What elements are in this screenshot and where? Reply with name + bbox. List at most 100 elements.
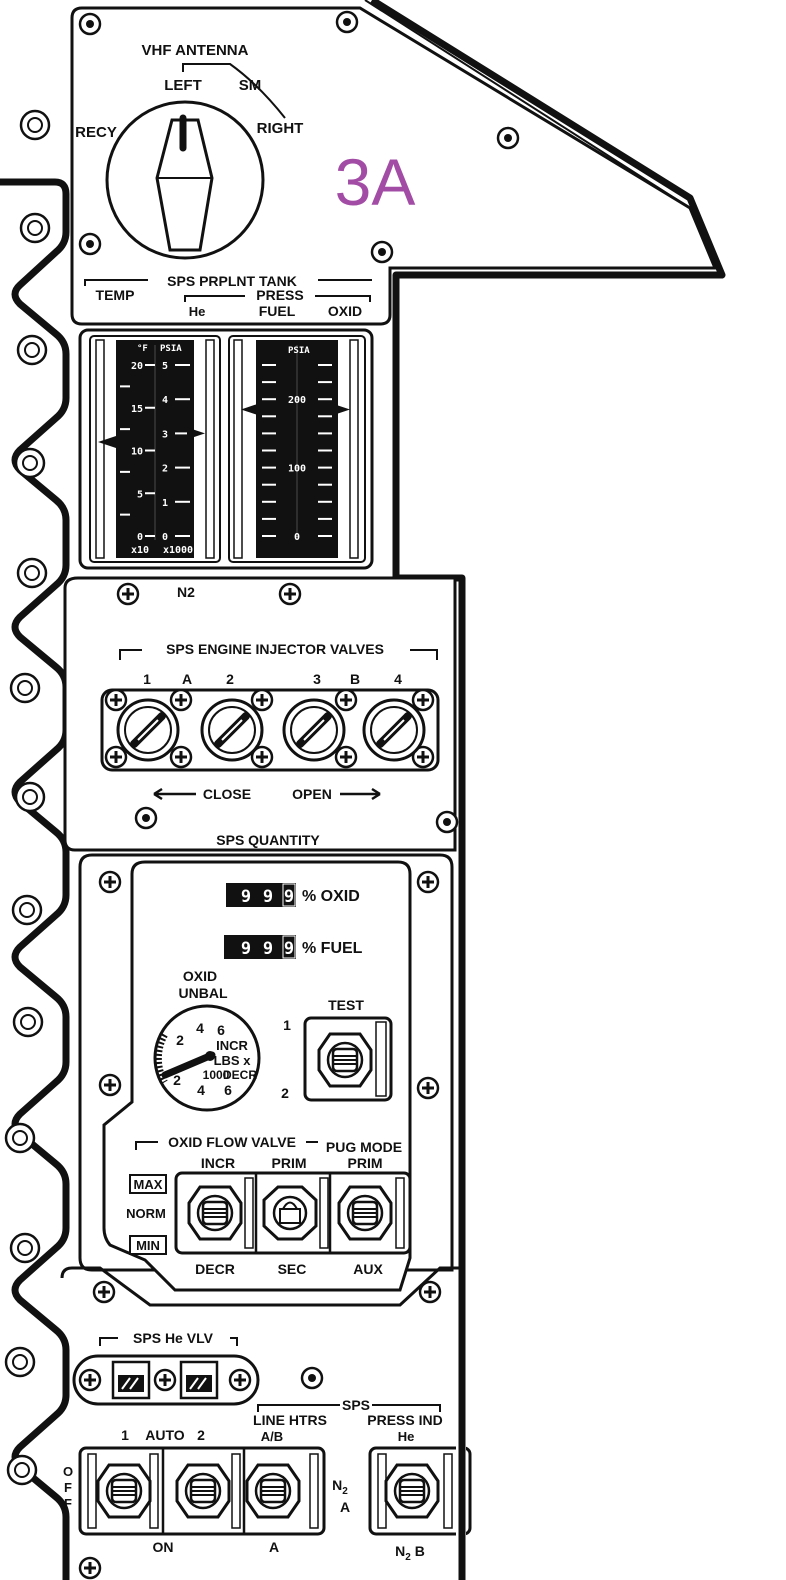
press-tick-label: 100 [288, 464, 306, 475]
temp-label: TEMP [96, 287, 135, 303]
injector-valve-4-switch[interactable] [364, 700, 424, 760]
injector-label-3: 3 [313, 671, 321, 687]
fuel-label: FUEL [259, 303, 296, 319]
unbal-scale-4-top: 4 [196, 1020, 204, 1036]
oxid-digit-3: 9 [284, 887, 294, 907]
line-htrs-switch[interactable] [245, 1463, 301, 1519]
press-tick-label: 200 [288, 395, 306, 406]
press-tick-label: 0 [294, 532, 300, 543]
quantity-test-switch[interactable] [317, 1032, 373, 1088]
prim-sec-switch[interactable] [262, 1185, 318, 1241]
he-tick-label: 4 [162, 395, 168, 406]
sps-quantity-title: SPS QUANTITY [216, 832, 320, 848]
edge-fasteners [4, 109, 51, 1486]
unbal-scale-6-bottom: 6 [224, 1082, 232, 1098]
he-tick-label: 1 [162, 498, 168, 509]
he-tick-label: 2 [162, 464, 168, 475]
oxid-flow-valve-label: OXID FLOW VALVE [168, 1134, 296, 1150]
vhf-antenna-rotary-switch[interactable] [105, 100, 265, 260]
vhf-antenna-title: VHF ANTENNA [142, 42, 249, 59]
sps-he-vlv-label: SPS He VLV [133, 1330, 214, 1346]
press-ind-switch[interactable] [384, 1463, 440, 1519]
injector-valve-3-switch[interactable] [284, 700, 344, 760]
unbal-scale-2-top: 2 [176, 1032, 184, 1048]
injector-valve-2-switch[interactable] [202, 700, 262, 760]
panel-id-label: 3A [335, 145, 416, 219]
auto-1-switch[interactable] [96, 1463, 152, 1519]
unbal-scale-6-top: 6 [217, 1022, 225, 1038]
temp-tick-label: 20 [131, 361, 143, 372]
press-label: PRESS [256, 287, 303, 303]
fuel-digit-3: 9 [284, 939, 294, 959]
oxid-flow-valve-switch[interactable] [187, 1185, 243, 1241]
unbal-lbs-label: LBS x [214, 1053, 252, 1068]
injector-label-4: 4 [394, 671, 402, 687]
injector-label-a: A [182, 671, 192, 687]
n2-a-label-n: N2 [332, 1477, 348, 1497]
vhf-pos-sm: SM [239, 77, 262, 94]
unbal-decr-label: DECR [223, 1068, 257, 1082]
he-tick-label: 0 [162, 532, 168, 543]
sps-prplnt-tank-title: SPS PRPLNT TANK [167, 273, 297, 289]
decr-label: DECR [195, 1261, 235, 1277]
temp-tick-label: 10 [131, 447, 143, 458]
he-vlv-2-indicator[interactable] [179, 1360, 219, 1400]
unbal-title-1: OXID [183, 968, 217, 984]
max-label: MAX [134, 1177, 163, 1192]
vhf-pos-recy: RECY [75, 124, 117, 141]
aux-label: AUX [353, 1261, 383, 1277]
fuel-percent-label: % FUEL [302, 940, 363, 957]
unbal-title-2: UNBAL [179, 985, 228, 1001]
temp-tick-label: 5 [137, 489, 143, 500]
pug-mode-switch[interactable] [337, 1185, 393, 1241]
pug-mode-label: PUG MODE [326, 1139, 402, 1155]
temp-pointer [98, 435, 116, 448]
oxid-press-pointer [332, 403, 350, 416]
fuel-digit-2: 9 [263, 939, 273, 959]
he-press-pointer [187, 427, 205, 440]
close-label: CLOSE [203, 786, 251, 802]
prim-label: PRIM [272, 1155, 307, 1171]
injector-valves-title: SPS ENGINE INJECTOR VALVES [166, 641, 384, 657]
fuel-digit-1: 9 [241, 939, 251, 959]
oxid-label: OXID [328, 303, 362, 319]
auto-2-switch[interactable] [175, 1463, 231, 1519]
auto-label: AUTO [145, 1427, 185, 1443]
he-tick-label: 5 [162, 361, 168, 372]
auto-1-label: 1 [121, 1427, 129, 1443]
temp-tick-label: 15 [131, 404, 143, 415]
he-tick-label: 3 [162, 429, 168, 440]
oxid-unbal-meter: 6 4 2 2 4 6 INCR LBS x 1000 DECR [153, 1004, 261, 1112]
press-ind-he-label: He [398, 1429, 415, 1444]
line-htrs-label: LINE HTRS [253, 1412, 327, 1428]
open-label: OPEN [292, 786, 332, 802]
injector-valve-1-switch[interactable] [118, 700, 178, 760]
he-label: He [189, 304, 206, 319]
he-vlv-1-indicator[interactable] [111, 1360, 151, 1400]
unbal-incr-label: INCR [216, 1038, 248, 1053]
off-label-f1: F [64, 1480, 72, 1495]
injector-label-b: B [350, 671, 360, 687]
press-ind-label: PRESS IND [367, 1412, 442, 1428]
line-htrs-a-label: A [269, 1539, 279, 1555]
incr-label: INCR [201, 1155, 235, 1171]
unbal-scale-2-bottom: 2 [173, 1072, 181, 1088]
unbal-1000-label: 1000 [203, 1068, 230, 1082]
norm-label: NORM [126, 1206, 166, 1221]
pug-prim-label: PRIM [348, 1155, 383, 1171]
test-position-2: 2 [281, 1085, 289, 1101]
temp-he-dial-face [116, 340, 194, 558]
test-label: TEST [328, 997, 364, 1013]
fuel-press-pointer [241, 403, 259, 416]
test-position-1: 1 [283, 1017, 291, 1033]
oxid-quantity-readout: 9 9 9 [226, 883, 296, 907]
fuel-quantity-readout: 9 9 9 [224, 935, 296, 959]
top-panel [70, 6, 718, 326]
vhf-pos-left: LEFT [164, 77, 202, 94]
line-htrs-ab-label: A/B [261, 1429, 283, 1444]
press-psia-label: PSIA [288, 346, 310, 356]
off-label-o: O [63, 1464, 73, 1479]
